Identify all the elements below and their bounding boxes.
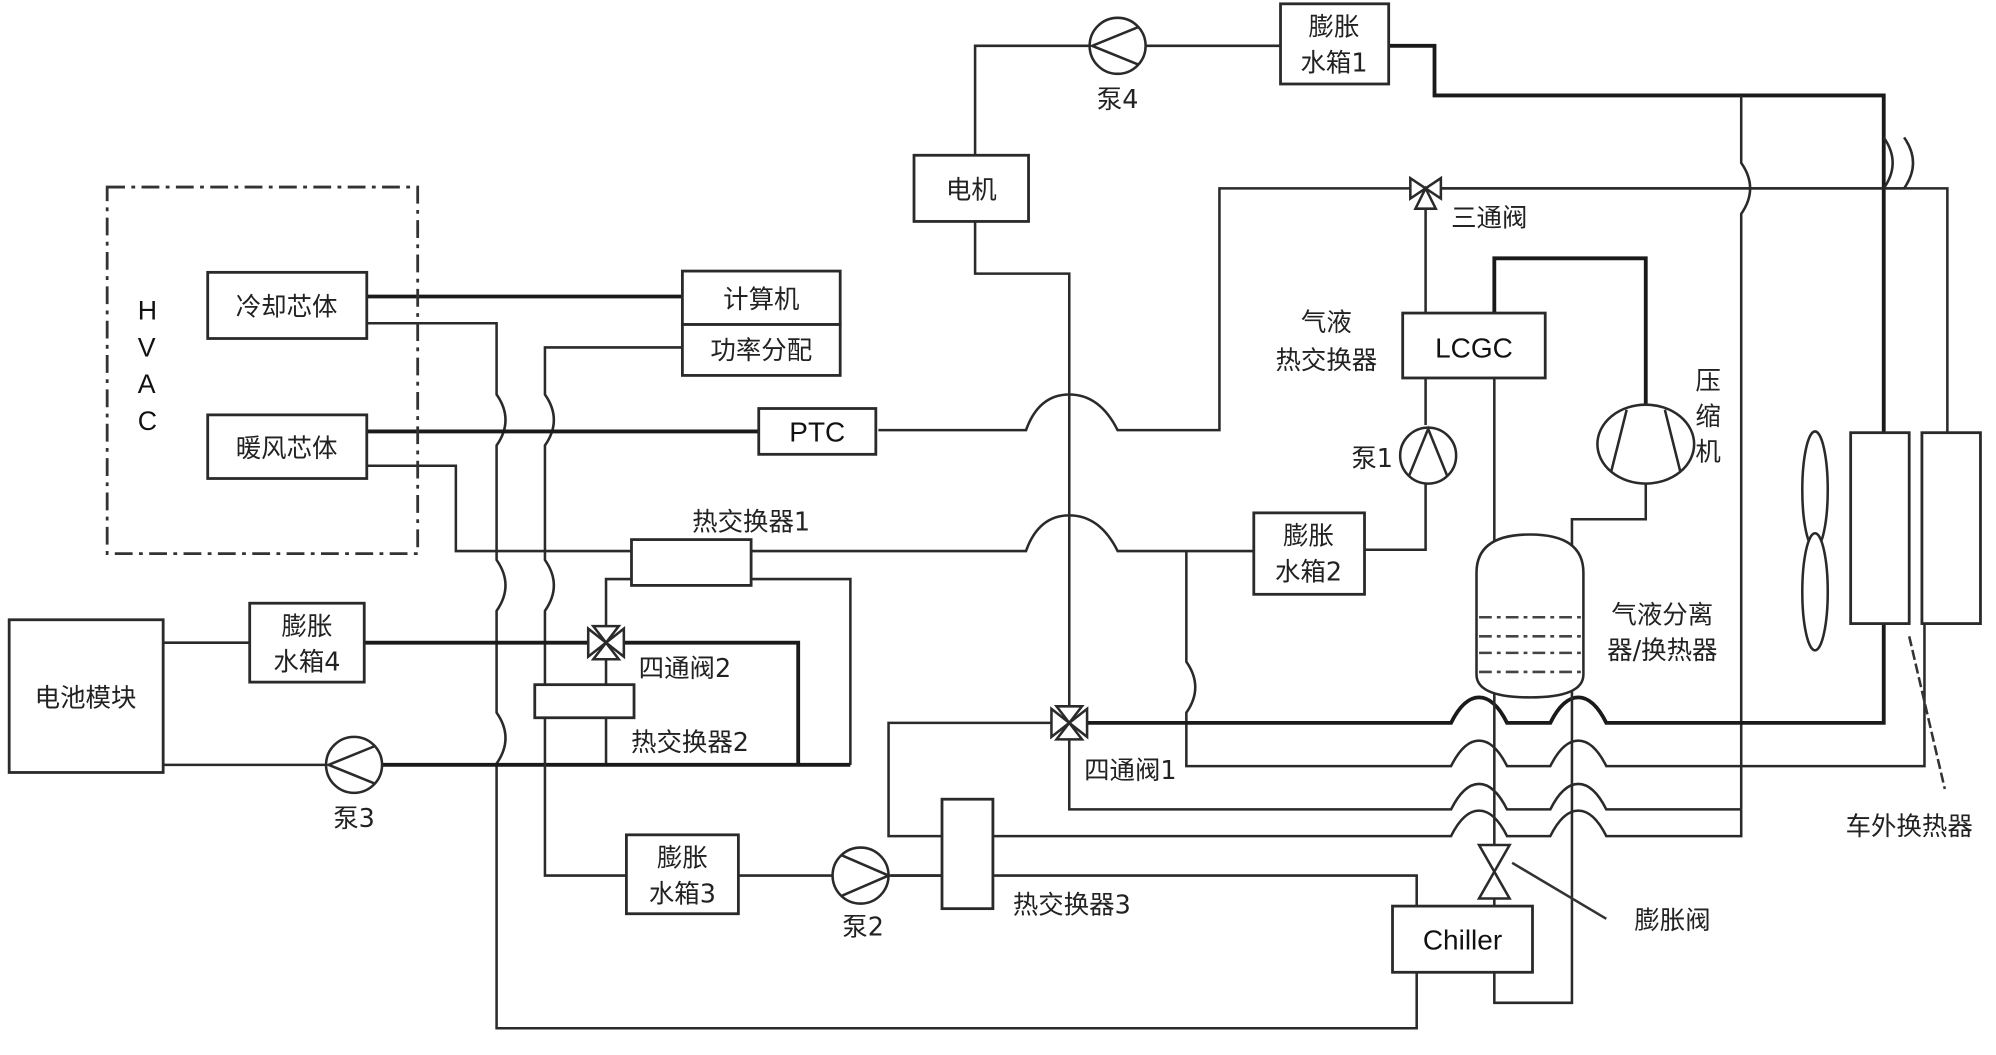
svg-text:水箱3: 水箱3 <box>649 879 716 909</box>
svg-text:水箱2: 水箱2 <box>1275 557 1342 587</box>
svg-text:电机: 电机 <box>946 176 997 206</box>
pipe-hx3-right <box>992 809 1743 838</box>
pump-4-icon <box>1088 16 1147 76</box>
svg-text:膨胀: 膨胀 <box>657 844 708 874</box>
svg-text:Chiller: Chiller <box>1423 924 1502 955</box>
gas-liquid-hx-label-1: 气液 <box>1301 308 1352 338</box>
fan-icon <box>1801 430 1830 652</box>
four-way-valve-2-label: 四通阀2 <box>639 654 732 684</box>
separator-label-2: 器/换热器 <box>1607 636 1717 666</box>
pipe-motor-down <box>973 221 1071 711</box>
compressor-label-3: 机 <box>1695 438 1720 468</box>
expansion-tank-3: 膨胀 水箱3 <box>624 833 740 916</box>
heat-exchanger-3-label: 热交换器3 <box>1013 891 1131 921</box>
gas-liquid-separator <box>1475 533 1585 699</box>
svg-text:功率分配: 功率分配 <box>710 336 812 366</box>
pipe-cooling-return <box>366 321 1418 1030</box>
heat-exchanger-2 <box>533 683 636 720</box>
pump-1-icon <box>1398 425 1458 485</box>
lcgc: LCGC <box>1401 311 1547 380</box>
outdoor-hx-leader <box>1907 636 1947 790</box>
pipe-motor-pump4 <box>973 44 1090 156</box>
expansion-tank-2: 膨胀 水箱2 <box>1252 511 1366 596</box>
svg-text:电池模块: 电池模块 <box>35 683 137 713</box>
pipe-4way1-left <box>887 721 1054 838</box>
hvac-letter-a: A <box>138 369 156 399</box>
pipe-tank1-branch <box>1739 95 1752 810</box>
pipe-pump1-tank2 <box>1364 483 1427 552</box>
outdoor-hx-panel-1 <box>1849 431 1911 625</box>
expansion-tank-1: 膨胀 水箱1 <box>1279 2 1391 86</box>
pump-4-label: 泵4 <box>1097 85 1139 115</box>
compressor-label-2: 缩 <box>1695 402 1720 432</box>
expansion-valve-label: 膨胀阀 <box>1634 906 1710 936</box>
gas-liquid-hx-label-2: 热交换器 <box>1275 346 1377 376</box>
pipe-hx1-right <box>751 577 852 765</box>
expansion-valve-icon <box>1476 843 1512 900</box>
hvac-letter-c: C <box>138 406 157 436</box>
svg-text:计算机: 计算机 <box>723 285 799 315</box>
expansion-valve-leader <box>1511 861 1607 920</box>
pipe-heating-hx1 <box>366 464 632 553</box>
pipe-4way1-down <box>1067 738 1742 811</box>
four-way-valve-1-icon <box>1050 705 1089 741</box>
outdoor-hx-panel-2 <box>1920 431 1982 625</box>
pipe-separator-right <box>1493 687 1574 1005</box>
cooling-core: 冷却芯体 <box>206 270 369 340</box>
pipe-4way2-right <box>623 640 801 765</box>
svg-text:水箱1: 水箱1 <box>1300 48 1367 78</box>
heat-exchanger-1 <box>630 538 753 587</box>
pipe-tank1-outdoor <box>1388 43 1886 433</box>
compressor-icon <box>1596 403 1696 485</box>
pump-2-label: 泵2 <box>842 912 884 942</box>
hvac-letter-h: H <box>138 295 157 325</box>
chiller: Chiller <box>1391 904 1534 974</box>
pipes <box>163 43 1949 1030</box>
heat-exchanger-1-label: 热交换器1 <box>692 508 810 538</box>
pipe-3way-to-outdoor2 <box>1440 187 1949 433</box>
four-way-valve-1-label: 四通阀1 <box>1084 756 1176 786</box>
svg-text:冷却芯体: 冷却芯体 <box>236 293 338 323</box>
svg-text:膨胀: 膨胀 <box>1309 13 1360 43</box>
svg-text:PTC: PTC <box>789 417 845 448</box>
three-way-valve-icon <box>1409 175 1443 210</box>
pipe-hx2-tank3 <box>543 717 627 877</box>
svg-text:膨胀: 膨胀 <box>282 612 333 642</box>
outdoor-hx-label: 车外换热器 <box>1846 812 1973 842</box>
battery-module: 电池模块 <box>7 618 165 774</box>
power-distribution: 功率分配 <box>680 323 842 377</box>
pump-2-icon <box>831 846 892 905</box>
svg-text:暖风芯体: 暖风芯体 <box>236 434 338 464</box>
svg-text:LCGC: LCGC <box>1435 333 1513 364</box>
hvac-letter-v: V <box>138 332 156 362</box>
pump-3-icon <box>324 735 384 795</box>
pump-1-label: 泵1 <box>1351 444 1393 474</box>
heating-core: 暖风芯体 <box>206 413 369 480</box>
pipe-power-distribution <box>543 346 683 688</box>
svg-text:水箱4: 水箱4 <box>273 648 340 678</box>
svg-text:膨胀: 膨胀 <box>1283 522 1334 552</box>
expansion-tank-4: 膨胀 水箱4 <box>248 601 366 684</box>
separator-label-1: 气液分离 <box>1611 601 1713 631</box>
pump-3-label: 泵3 <box>333 804 375 834</box>
pipe-compressor-separator <box>1570 483 1648 558</box>
pipe-hx1-tank2 <box>751 514 1254 553</box>
computer: 计算机 <box>680 269 842 326</box>
heat-exchanger-3 <box>940 797 995 911</box>
three-way-valve-label: 三通阀 <box>1451 204 1527 234</box>
pipe-3way-right <box>1440 136 1915 190</box>
pipe-lcgc-compressor <box>1492 256 1648 405</box>
pipe-hx1-4way2 <box>604 577 632 629</box>
pipe-4way1-right <box>1084 623 1886 725</box>
motor: 电机 <box>912 153 1030 223</box>
compressor-label-1: 压 <box>1695 366 1720 396</box>
ptc-heater: PTC <box>757 407 878 456</box>
four-way-valve-2-icon <box>586 624 626 661</box>
heat-exchanger-2-label: 热交换器2 <box>631 728 749 758</box>
pipe-3way-left <box>878 187 1411 432</box>
